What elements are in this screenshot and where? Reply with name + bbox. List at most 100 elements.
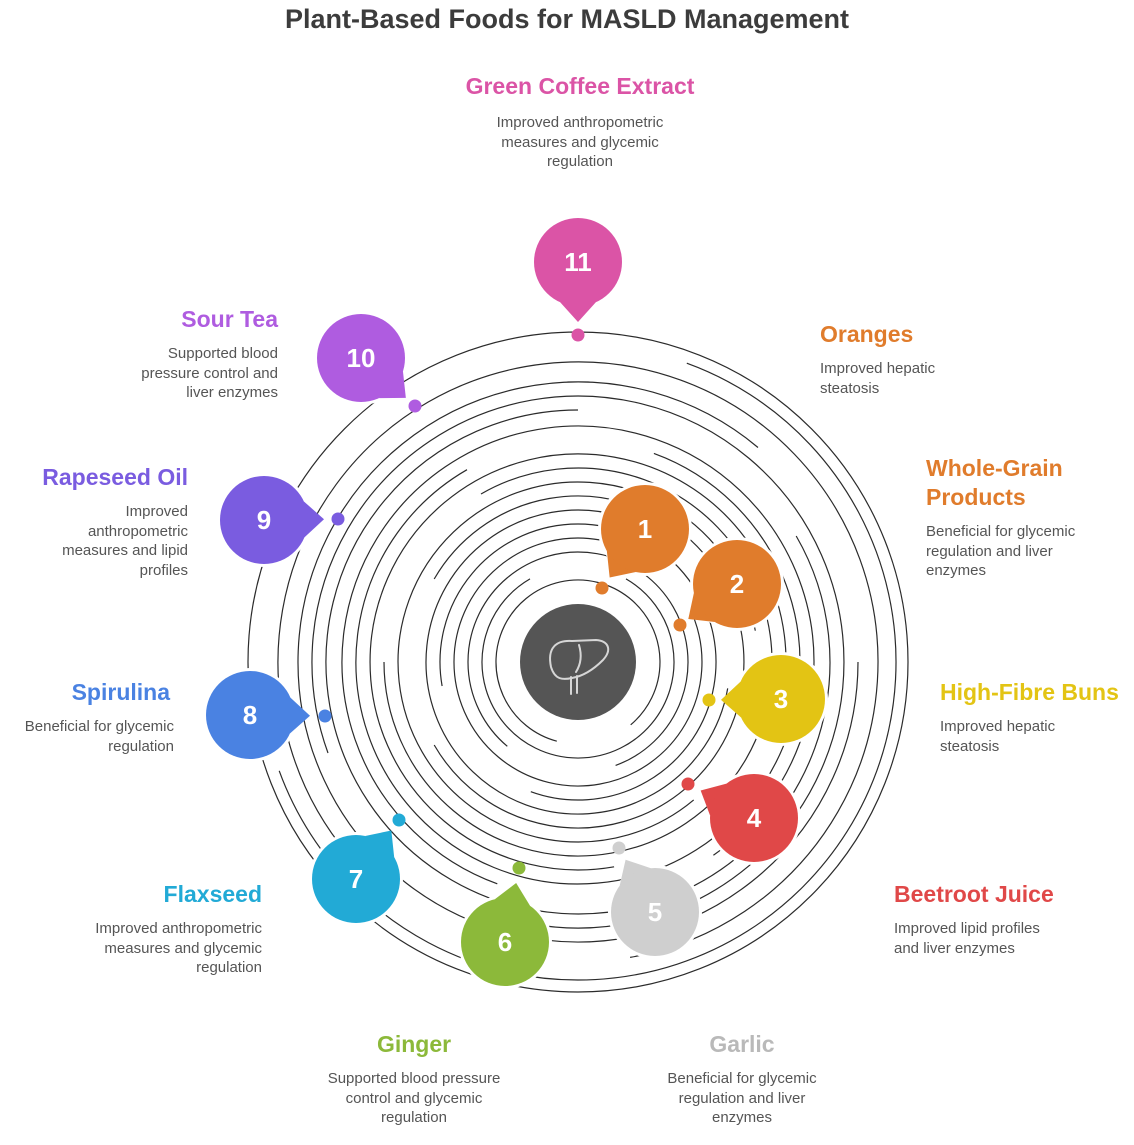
label-beetroot-juice: Beetroot Juice Improved lipid profiles a… — [894, 880, 1094, 958]
marker-number: 9 — [257, 505, 271, 535]
marker-number: 11 — [564, 247, 592, 277]
item-title: Oranges — [820, 321, 914, 347]
item-title: Rapeseed Oil — [42, 464, 188, 490]
anchor-dot — [681, 777, 695, 791]
item-description: Improved hepatic steatosis — [940, 718, 1056, 755]
item-title: Beetroot Juice — [894, 881, 1054, 907]
anchor-dot — [702, 693, 716, 707]
liver-icon — [549, 639, 610, 695]
marker-11: 11 — [531, 215, 625, 342]
bubble — [737, 655, 825, 743]
orbit-ring-arc — [425, 509, 729, 815]
anchor-dot — [571, 328, 585, 342]
center-circle — [520, 604, 636, 720]
orbit-rings — [247, 331, 909, 993]
anchor-dot — [318, 709, 332, 723]
bubble — [220, 476, 308, 564]
item-description: Beneficial for glycemic regulation and l… — [667, 1070, 817, 1126]
item-description: Improved anthropometric measures and lip… — [62, 503, 188, 579]
orbit-ring-arc — [383, 467, 773, 857]
bubble — [317, 314, 405, 402]
bubble — [710, 774, 798, 862]
bubble-pointer — [560, 302, 596, 322]
label-green-coffee-extract: Green Coffee Extract Improved anthropome… — [432, 72, 728, 172]
label-sour-tea: Sour Tea Supported blood pressure contro… — [110, 305, 278, 403]
marker-number: 3 — [774, 684, 788, 714]
anchor-dot — [512, 861, 526, 875]
marker-1: 1 — [595, 482, 692, 595]
item-description: Beneficial for glycemic regulation and l… — [926, 523, 1076, 579]
bubble-pointer — [289, 697, 310, 734]
label-rapeseed-oil: Rapeseed Oil Improved anthropometric mea… — [22, 463, 188, 580]
anchor-dot — [673, 618, 687, 632]
orbit-ring-arc — [277, 361, 879, 958]
anchor-dot — [595, 581, 609, 595]
orbit-ring-arc — [433, 495, 745, 829]
marker-number: 7 — [349, 864, 363, 894]
item-title: Whole-Grain Products — [926, 455, 1063, 510]
label-whole-grain-products: Whole-Grain Products Beneficial for glyc… — [926, 454, 1086, 581]
orbit-ring-arc — [325, 409, 831, 915]
bubble-pointer — [721, 681, 742, 718]
anchor-dot — [612, 841, 626, 855]
anchor-dot — [408, 399, 422, 413]
liver-hub — [520, 604, 636, 720]
marker-number: 5 — [648, 897, 662, 927]
marker-5: 5 — [608, 841, 702, 959]
item-title: Sour Tea — [181, 306, 278, 332]
marker-3: 3 — [702, 652, 828, 746]
bubble — [312, 835, 400, 923]
page-title: Plant-Based Foods for MASLD Management — [284, 4, 850, 34]
item-description: Improved anthropometric measures and gly… — [95, 920, 262, 976]
orbit-ring-arc — [495, 579, 661, 742]
item-description: Improved hepatic steatosis — [820, 360, 936, 397]
bubble — [206, 671, 294, 759]
label-spirulina: Spirulina Beneficial for glycemic regula… — [2, 678, 174, 756]
anchor-dot — [331, 512, 345, 526]
markers-layer: 1 2 3 4 5 6 7 8 9 10 11 — [203, 215, 828, 989]
item-title: High-Fibre Buns — [940, 679, 1119, 705]
marker-9: 9 — [217, 473, 345, 567]
orbit-ring-arc — [467, 551, 689, 766]
marker-number: 10 — [347, 343, 376, 373]
bubble-pointer — [303, 501, 324, 538]
bubble — [461, 898, 549, 986]
item-title: Garlic — [709, 1031, 775, 1057]
item-title: Green Coffee Extract — [465, 73, 695, 99]
marker-4: 4 — [681, 771, 801, 865]
marker-10: 10 — [314, 311, 422, 413]
marker-number: 8 — [243, 700, 257, 730]
orbit-ring-arc — [439, 523, 717, 801]
label-high-fibre-buns: High-Fibre Buns Improved hepatic steatos… — [940, 678, 1134, 756]
bubble — [693, 540, 781, 628]
marker-number: 6 — [498, 927, 512, 957]
orbit-ring-arc — [453, 537, 703, 787]
item-description: Supported blood pressure control and gly… — [327, 1070, 501, 1126]
marker-6: 6 — [458, 861, 552, 989]
item-description: Improved lipid profiles and liver enzyme… — [894, 920, 1040, 957]
orbit-ring-arc — [311, 395, 845, 929]
item-description: Beneficial for glycemic regulation — [24, 718, 174, 755]
label-garlic: Garlic Beneficial for glycemic regulatio… — [646, 1030, 838, 1128]
orbit-ring-arc — [278, 362, 897, 981]
marker-7: 7 — [309, 813, 406, 926]
marker-number: 1 — [638, 514, 652, 544]
label-oranges: Oranges Improved hepatic steatosis — [820, 320, 1000, 398]
bubble — [601, 485, 689, 573]
marker-8: 8 — [203, 668, 332, 762]
marker-2: 2 — [673, 537, 784, 632]
orbit-ring-arc — [481, 578, 675, 759]
bubble — [534, 218, 622, 306]
item-description: Improved anthropometric measures and gly… — [496, 114, 664, 170]
orbit-ring-arc — [355, 452, 801, 885]
item-title: Spirulina — [71, 679, 170, 705]
item-title: Ginger — [376, 1031, 452, 1057]
orbit-ring-arc — [297, 381, 859, 943]
anchor-dot — [392, 813, 406, 827]
bubble — [611, 868, 699, 956]
item-description: Supported blood pressure control and liv… — [141, 345, 278, 401]
item-title: Flaxseed — [163, 881, 262, 907]
label-ginger: Ginger Supported blood pressure control … — [314, 1030, 514, 1128]
marker-number: 2 — [730, 569, 744, 599]
